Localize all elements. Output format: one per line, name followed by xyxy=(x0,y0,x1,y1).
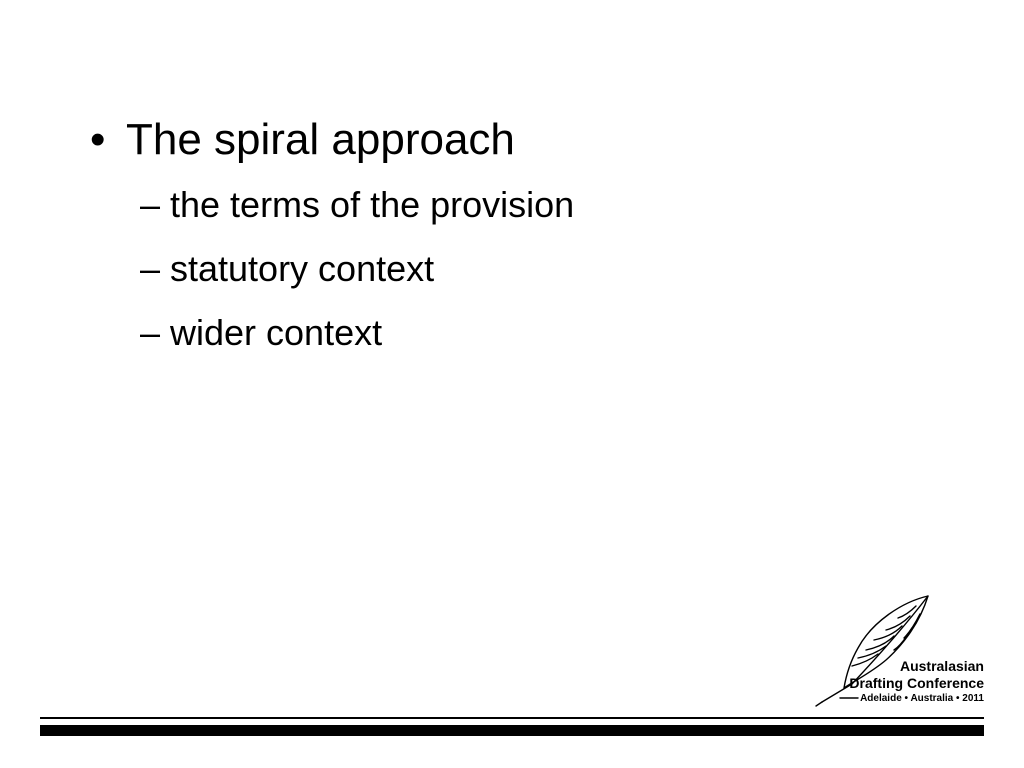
logo-title-line1: Australasian xyxy=(899,658,984,674)
logo-title-line2: Drafting Conference xyxy=(849,675,984,691)
sub-bullet-text: the terms of the provision xyxy=(170,184,575,225)
sub-bullet-marker: – xyxy=(140,184,161,225)
main-bullet: • The spiral approach xyxy=(90,112,515,168)
sub-bullet-text: wider context xyxy=(170,312,383,353)
sub-bullet-item: –wider context xyxy=(140,312,574,376)
sub-bullet-text: statutory context xyxy=(170,248,435,289)
main-bullet-text: The spiral approach xyxy=(126,115,515,164)
sub-bullet-marker: – xyxy=(140,312,161,353)
footer-divider-thick xyxy=(40,725,984,736)
logo-subtitle: Adelaide • Australia • 2011 xyxy=(860,693,984,704)
bullet-marker: • xyxy=(90,115,106,164)
quill-feather-icon xyxy=(815,595,929,707)
sub-bullet-item: –the terms of the provision xyxy=(140,184,574,248)
sub-bullet-list: –the terms of the provision –statutory c… xyxy=(140,184,574,376)
footer-divider-thin xyxy=(40,717,984,719)
sub-bullet-marker: – xyxy=(140,248,161,289)
sub-bullet-item: –statutory context xyxy=(140,248,574,312)
